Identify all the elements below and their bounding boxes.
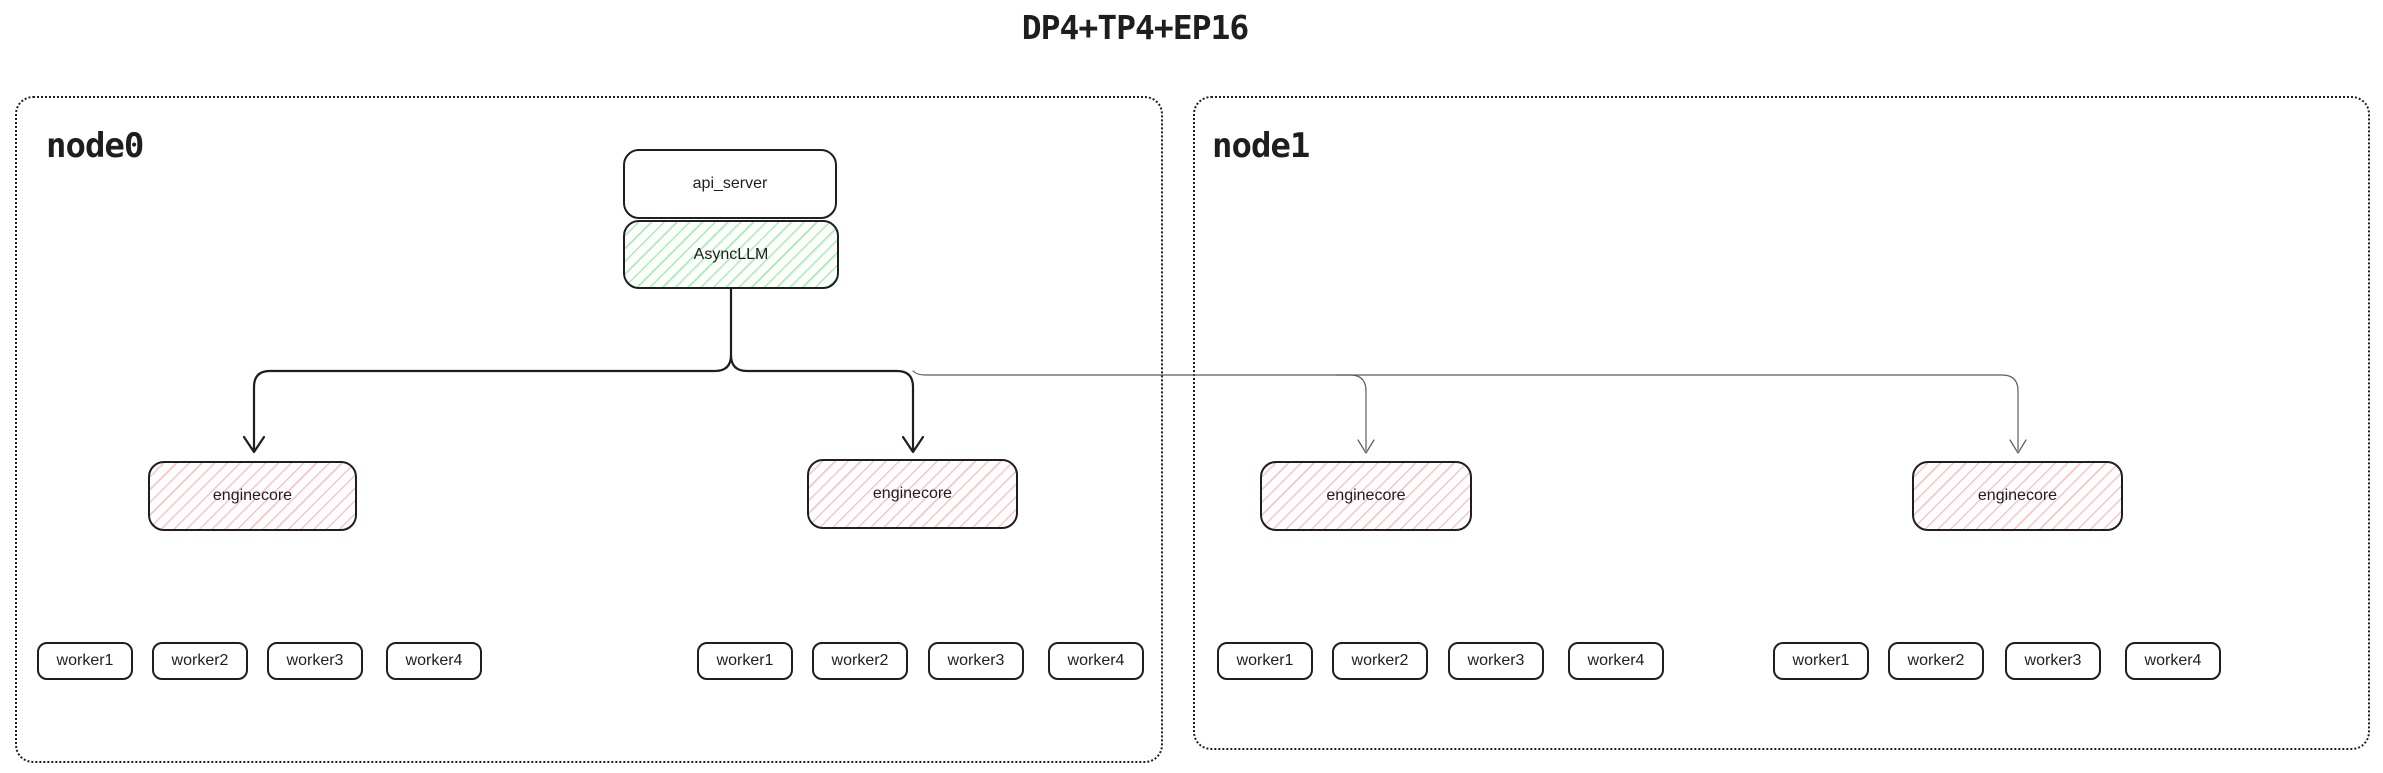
- worker-box: worker3: [267, 642, 363, 680]
- worker-box: worker3: [1448, 642, 1544, 680]
- worker-box: worker1: [37, 642, 133, 680]
- worker-box: worker4: [1568, 642, 1664, 680]
- enginecore-box: enginecore: [1912, 461, 2123, 531]
- node1-label: node1: [1212, 126, 1310, 166]
- api-server-box: api_server: [623, 149, 837, 219]
- node0-label: node0: [46, 126, 144, 166]
- enginecore-box: enginecore: [1260, 461, 1472, 531]
- worker-box: worker3: [928, 642, 1024, 680]
- worker-box: worker2: [152, 642, 248, 680]
- worker-box: worker2: [1888, 642, 1984, 680]
- worker-box: worker1: [1217, 642, 1313, 680]
- asyncllm-box: AsyncLLM: [623, 220, 839, 289]
- worker-box: worker2: [1332, 642, 1428, 680]
- worker-box: worker4: [2125, 642, 2221, 680]
- diagram-title: DP4+TP4+EP16: [1021, 8, 1249, 47]
- worker-box: worker4: [386, 642, 482, 680]
- enginecore-box: enginecore: [148, 461, 357, 531]
- enginecore-box: enginecore: [807, 459, 1018, 529]
- worker-box: worker2: [812, 642, 908, 680]
- worker-box: worker3: [2005, 642, 2101, 680]
- worker-box: worker1: [1773, 642, 1869, 680]
- worker-box: worker1: [697, 642, 793, 680]
- worker-box: worker4: [1048, 642, 1144, 680]
